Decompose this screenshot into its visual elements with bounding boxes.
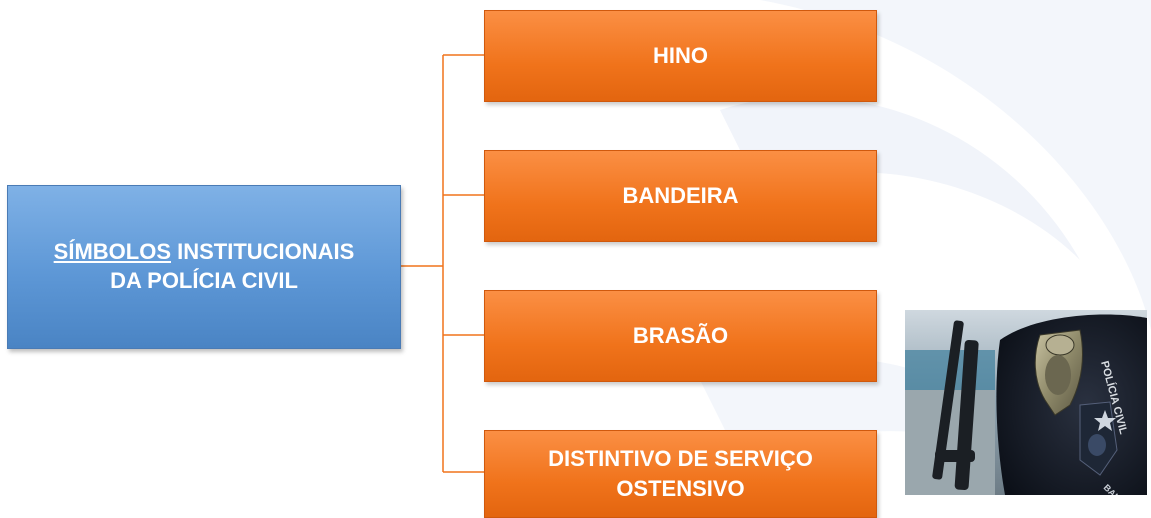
state-emblem-shape	[1079, 401, 1118, 476]
node-bandeira-label: BANDEIRA	[622, 183, 739, 209]
node-distintivo-label: DISTINTIVO DE SERVIÇO OSTENSIVO	[548, 446, 813, 501]
root-line1-rest: INSTITUCIONAIS	[171, 239, 355, 265]
node-distintivo: DISTINTIVO DE SERVIÇO OSTENSIVO	[484, 430, 877, 518]
badge-shape	[1034, 329, 1084, 416]
root-node-text: SÍMBOLOS INSTITUCIONAIS DA POLÍCIA CIVIL	[19, 238, 389, 295]
node-bandeira: BANDEIRA	[484, 150, 877, 242]
rifle-shape	[932, 320, 979, 491]
node-hino-label: HINO	[653, 43, 708, 69]
node-brasao: BRASÃO	[484, 290, 877, 382]
root-underlined-word: SÍMBOLOS	[53, 239, 171, 265]
police-badge-photo: POLÍCIA CIVIL BAHIA	[905, 310, 1147, 495]
root-line2: DA POLÍCIA CIVIL	[110, 268, 298, 293]
root-node-simbolos-institucionais: SÍMBOLOS INSTITUCIONAIS DA POLÍCIA CIVIL	[7, 185, 401, 349]
node-hino: HINO	[484, 10, 877, 102]
node-brasao-label: BRASÃO	[632, 323, 729, 349]
